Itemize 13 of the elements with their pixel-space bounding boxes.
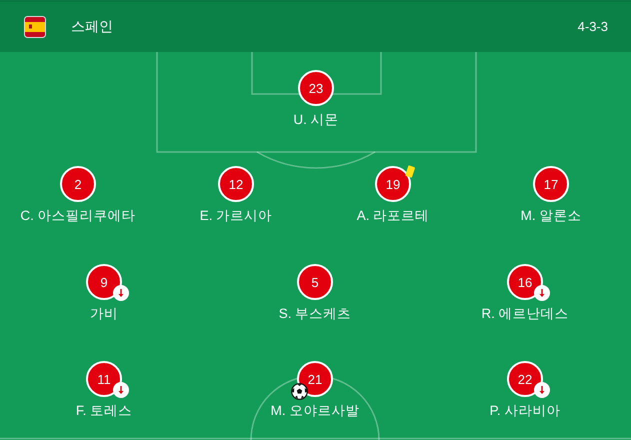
player-name: 가비 <box>90 306 118 322</box>
player-name: S. 부스케츠 <box>278 306 352 322</box>
player-name: U. 시몬 <box>293 112 339 128</box>
player-name: E. 가르시아 <box>200 208 272 224</box>
player-name: A. 라포르테 <box>356 208 430 224</box>
formation-label: 4-3-3 <box>578 18 608 35</box>
player-name: F. 토레스 <box>76 403 132 419</box>
player-name: P. 사라비아 <box>490 403 560 419</box>
player-name: M. 알론소 <box>520 208 582 224</box>
player-name: M. 오야르사발 <box>270 403 360 419</box>
player-name: R. 에르난데스 <box>481 306 569 322</box>
team-name: 스페인 <box>71 18 113 35</box>
player-name: C. 아스필리쿠에타 <box>20 208 136 224</box>
